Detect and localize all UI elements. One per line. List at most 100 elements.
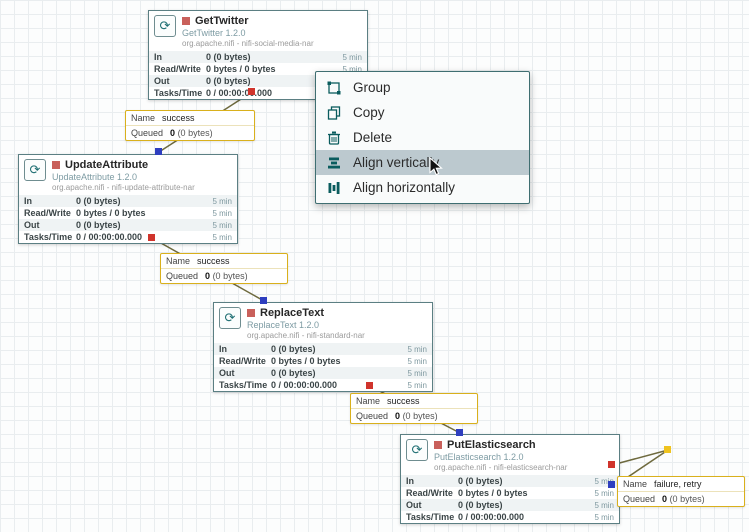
stopped-status-icon bbox=[434, 441, 442, 449]
stopped-status-icon bbox=[247, 309, 255, 317]
stopped-status-icon bbox=[52, 161, 60, 169]
connection-destination-handle[interactable] bbox=[608, 481, 615, 488]
stat-value: 0 bytes / 0 bytes bbox=[458, 488, 528, 498]
connection-source-handle[interactable] bbox=[366, 382, 373, 389]
menu-item-delete[interactable]: Delete bbox=[316, 125, 529, 150]
stat-window: 5 min bbox=[342, 52, 362, 62]
stat-value: 0 (0 bytes) bbox=[271, 344, 316, 354]
processor-type: UpdateAttribute 1.2.0 bbox=[52, 172, 138, 182]
connection-source-handle[interactable] bbox=[608, 461, 615, 468]
menu-item-group[interactable]: Group bbox=[316, 75, 529, 100]
stat-window: 5 min bbox=[407, 368, 427, 378]
processor-replacetext[interactable]: ⟳ ReplaceText ReplaceText 1.2.0 org.apac… bbox=[213, 302, 433, 392]
stat-window: 5 min bbox=[212, 196, 232, 206]
menu-item-label: Copy bbox=[353, 105, 385, 120]
connection-queued-key: Queued bbox=[131, 128, 164, 138]
stat-value: 0 (0 bytes) bbox=[458, 500, 503, 510]
connection-name-value: success bbox=[387, 396, 420, 406]
processor-updateattribute[interactable]: ⟳ UpdateAttribute UpdateAttribute 1.2.0 … bbox=[18, 154, 238, 244]
connection-source-handle[interactable] bbox=[248, 88, 255, 95]
stat-label: Tasks/Time bbox=[154, 88, 203, 98]
processor-gettwitter[interactable]: ⟳ GetTwitter GetTwitter 1.2.0 org.apache… bbox=[148, 10, 368, 100]
queued-bytes: (0 bytes) bbox=[212, 271, 248, 281]
stat-value: 0 (0 bytes) bbox=[76, 196, 121, 206]
processor-titles: UpdateAttribute UpdateAttribute 1.2.0 or… bbox=[52, 159, 232, 192]
stat-window: 5 min bbox=[212, 220, 232, 230]
stat-value: 0 bytes / 0 bytes bbox=[76, 208, 146, 218]
connection-destination-handle[interactable] bbox=[456, 429, 463, 436]
processor-bundle: org.apache.nifi - nifi-social-media-nar bbox=[182, 39, 314, 48]
connection-label-failure-retry[interactable]: Name failure, retry Queued 0 (0 bytes) bbox=[617, 476, 745, 507]
menu-item-align-horizontally[interactable]: Align horizontally bbox=[316, 175, 529, 200]
stat-value: 0 (0 bytes) bbox=[76, 220, 121, 230]
queued-count: 0 bbox=[662, 494, 668, 504]
queued-bytes: (0 bytes) bbox=[669, 494, 705, 504]
stat-value: 0 (0 bytes) bbox=[458, 476, 503, 486]
stat-window: 5 min bbox=[407, 356, 427, 366]
connection-name-key: Name bbox=[131, 113, 156, 123]
connection-name-row: Name success bbox=[161, 254, 287, 268]
processor-type: ReplaceText 1.2.0 bbox=[247, 320, 320, 330]
processor-putelasticsearch[interactable]: ⟳ PutElasticsearch PutElasticsearch 1.2.… bbox=[400, 434, 620, 524]
stat-window: 5 min bbox=[212, 208, 232, 218]
menu-item-label: Align vertically bbox=[353, 155, 440, 170]
connection-name-row: Name failure, retry bbox=[618, 477, 744, 491]
processor-type-icon: ⟳ bbox=[406, 439, 428, 461]
context-menu: Group Copy Delete bbox=[315, 71, 530, 204]
stat-label: Read/Write bbox=[406, 488, 453, 498]
processor-type: PutElasticsearch 1.2.0 bbox=[434, 452, 524, 462]
menu-item-align-vertically[interactable]: Align vertically bbox=[316, 150, 529, 175]
stat-label: Read/Write bbox=[219, 356, 266, 366]
connection-source-handle[interactable] bbox=[148, 234, 155, 241]
stat-value: 0 / 00:00:00.000 bbox=[206, 88, 273, 98]
connection-name-value: success bbox=[197, 256, 230, 266]
stat-row-tasks: Tasks/Time 0 / 00:00:00.000 5 min bbox=[214, 379, 432, 391]
connection-name-value: failure, retry bbox=[654, 479, 702, 489]
processor-type-icon: ⟳ bbox=[154, 15, 176, 37]
menu-item-label: Delete bbox=[353, 130, 393, 145]
stat-label: In bbox=[406, 476, 414, 486]
connection-name-row: Name success bbox=[351, 394, 477, 408]
stat-value: 0 (0 bytes) bbox=[206, 76, 251, 86]
processor-name: UpdateAttribute bbox=[65, 159, 149, 171]
connection-queued-key: Queued bbox=[166, 271, 199, 281]
stat-label: Tasks/Time bbox=[219, 380, 268, 390]
stat-label: Out bbox=[24, 220, 40, 230]
queued-count: 0 bbox=[395, 411, 401, 421]
connection-label-success-2[interactable]: Name success Queued 0 (0 bytes) bbox=[160, 253, 288, 284]
connection-name-row: Name success bbox=[126, 111, 254, 125]
connection-label-success-1[interactable]: Name success Queued 0 (0 bytes) bbox=[125, 110, 255, 141]
stat-value: 0 bytes / 0 bytes bbox=[206, 64, 276, 74]
stat-label: In bbox=[154, 52, 162, 62]
stat-window: 5 min bbox=[212, 232, 232, 242]
stat-row-readwrite: Read/Write 0 bytes / 0 bytes 5 min bbox=[19, 207, 237, 219]
connection-bend-handle[interactable] bbox=[664, 446, 671, 453]
connection-destination-handle[interactable] bbox=[260, 297, 267, 304]
connection-label-success-3[interactable]: Name success Queued 0 (0 bytes) bbox=[350, 393, 478, 424]
stat-row-in: In 0 (0 bytes) 5 min bbox=[401, 475, 619, 487]
stat-value: 0 / 00:00:00.000 bbox=[76, 232, 143, 242]
connection-queued-row: Queued 0 (0 bytes) bbox=[351, 408, 477, 423]
stat-row-out: Out 0 (0 bytes) 5 min bbox=[214, 367, 432, 379]
stat-label: Tasks/Time bbox=[406, 512, 455, 522]
menu-item-copy[interactable]: Copy bbox=[316, 100, 529, 125]
align-vertical-icon bbox=[328, 157, 340, 168]
processor-bundle: org.apache.nifi - nifi-elasticsearch-nar bbox=[434, 463, 568, 472]
stat-window: 5 min bbox=[594, 488, 614, 498]
stat-row-in: In 0 (0 bytes) 5 min bbox=[149, 51, 367, 63]
mouse-cursor-icon bbox=[429, 157, 443, 176]
group-icon bbox=[327, 81, 341, 94]
connection-queued-key: Queued bbox=[623, 494, 656, 504]
stat-label: Read/Write bbox=[154, 64, 201, 74]
stat-row-readwrite: Read/Write 0 bytes / 0 bytes 5 min bbox=[149, 63, 367, 75]
queued-count: 0 bbox=[170, 128, 176, 138]
connection-name-key: Name bbox=[623, 479, 648, 489]
stat-row-readwrite: Read/Write 0 bytes / 0 bytes 5 min bbox=[214, 355, 432, 367]
processor-type: GetTwitter 1.2.0 bbox=[182, 28, 246, 38]
connection-queued-row: Queued 0 (0 bytes) bbox=[161, 268, 287, 283]
connection-queued-key: Queued bbox=[356, 411, 389, 421]
menu-item-label: Group bbox=[353, 80, 391, 95]
stat-window: 5 min bbox=[342, 64, 362, 74]
connection-destination-handle[interactable] bbox=[155, 148, 162, 155]
